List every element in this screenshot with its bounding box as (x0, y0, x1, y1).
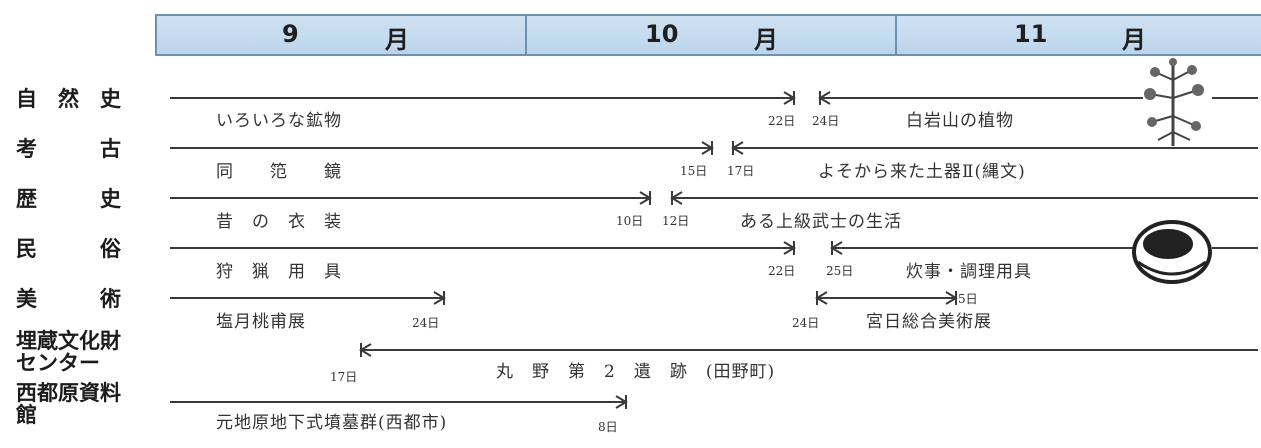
date-label: 5日 (958, 292, 978, 306)
exhibit-title: 丸 野 第 2 遺 跡 (田野町) (496, 362, 776, 382)
period-end-arrow (615, 395, 628, 409)
period-end-arrow (783, 241, 796, 255)
date-label: 22日 (768, 264, 796, 278)
date-label: 25日 (826, 264, 854, 278)
category-natural-history: 自 然 史 (16, 87, 121, 111)
period-end-arrow (433, 291, 446, 305)
date-label: 8日 (598, 420, 618, 434)
month-divider (525, 16, 527, 54)
category-saitobaru-museum: 西都原資料 館 (16, 382, 121, 426)
date-label: 15日 (680, 164, 708, 178)
exhibit-title: よそから来た土器Ⅱ(縄文) (818, 162, 1026, 182)
month-october-number: 10 (645, 20, 679, 48)
exhibit-title: 宮日総合美術展 (866, 312, 992, 332)
month-september-label: 月 (385, 26, 409, 54)
period-end-arrow (701, 141, 714, 155)
exhibit-title: 白岩山の植物 (906, 111, 1014, 131)
date-label: 24日 (812, 114, 840, 128)
month-september-number: 9 (282, 20, 299, 48)
month-october-label: 月 (754, 26, 778, 54)
exhibit-title: 同 笵 鏡 (216, 162, 342, 182)
exhibit-title: 塩月桃甫展 (216, 312, 306, 332)
category-art: 美 術 (16, 287, 121, 311)
category-cultural-property-center: 埋蔵文化財 センター (16, 330, 121, 374)
month-header: 9 月 10 月 11 月 (155, 14, 1261, 56)
cooking-pot-illustration-icon (1132, 220, 1212, 284)
date-label: 24日 (792, 316, 820, 330)
date-label: 24日 (412, 316, 440, 330)
category-line: 西都原資料 (16, 381, 121, 405)
date-label: 12日 (662, 214, 690, 228)
date-label: 10日 (616, 214, 644, 228)
exhibit-title: 炊事・調理用具 (906, 262, 1032, 282)
exhibit-title: ある上級武士の生活 (740, 212, 902, 232)
month-divider (895, 16, 897, 54)
period-end-arrow (945, 291, 958, 305)
exhibit-title: いろいろな鉱物 (216, 111, 342, 131)
plant-illustration-icon (1144, 58, 1204, 146)
period-end-arrow (783, 91, 796, 105)
month-november-number: 11 (1014, 20, 1048, 48)
date-label: 17日 (330, 370, 358, 384)
period-end-arrow (639, 191, 652, 205)
category-folklore: 民 俗 (16, 237, 121, 261)
exhibit-title: 昔 の 衣 装 (216, 212, 342, 232)
category-line: 埋蔵文化財 (16, 329, 121, 353)
category-history: 歴 史 (16, 187, 121, 211)
date-label: 22日 (768, 114, 796, 128)
category-line: センター (16, 351, 100, 375)
category-archaeology: 考 古 (16, 137, 121, 161)
exhibit-title: 元地原地下式墳墓群(西都市) (216, 413, 448, 433)
category-line: 館 (16, 403, 37, 427)
month-november-label: 月 (1122, 26, 1146, 54)
exhibit-title: 狩 猟 用 具 (216, 262, 342, 282)
date-label: 17日 (727, 164, 755, 178)
